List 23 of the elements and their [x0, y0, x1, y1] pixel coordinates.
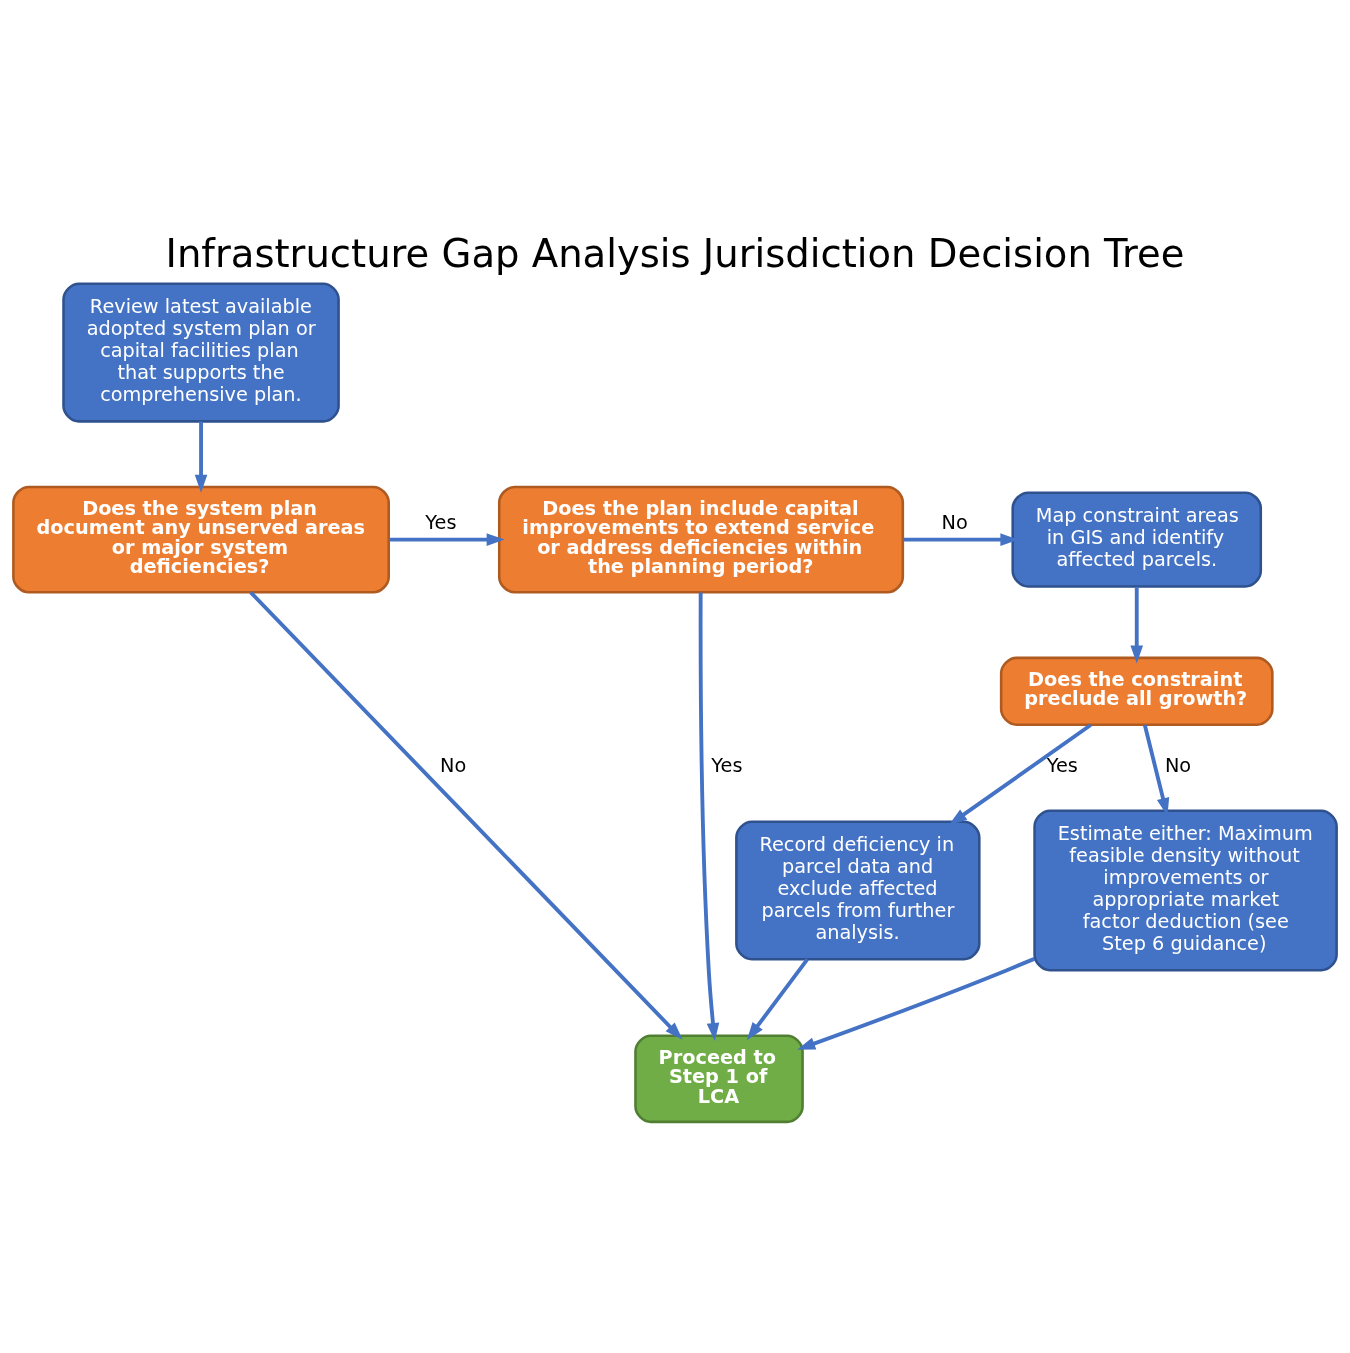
node-box: Does the plan include capital improvements to extend service or address deficiencies within the planning period? — [497, 485, 905, 594]
node-box: Review latest available adopted system plan or capital facilities plan that supports the comprehensive plan. — [62, 282, 340, 423]
arrow — [389, 533, 505, 546]
node-box: Map constraint areas in GIS and identify affected parcels. — [1011, 491, 1263, 588]
node-box: Does the constraint preclude all growth? — [999, 656, 1274, 726]
edge-label: No — [1164, 754, 1192, 778]
arrow — [194, 421, 208, 493]
node-box: Estimate either: Maximum feasible density without improvements or appropriate market factor deduction (see Step 6 guidance) — [1033, 809, 1338, 972]
edge-label: Yes — [711, 754, 743, 778]
arrow — [746, 958, 809, 1041]
arrow — [1130, 586, 1144, 664]
arrow — [948, 723, 1092, 825]
edge-label: Yes — [1046, 754, 1078, 778]
arrow — [249, 591, 683, 1040]
node-box: Record deficiency in parcel data and exclude affected parcels from further analysis. — [735, 820, 981, 961]
edge-label: No — [941, 511, 968, 535]
node-box: Proceed to Step 1 of LCA — [634, 1034, 804, 1124]
arrow — [698, 592, 720, 1042]
diagram-title: Infrastructure Gap Analysis Jurisdiction Decision Tree — [165, 231, 1185, 277]
edge-label: Yes — [425, 511, 457, 535]
node-box: Does the system plan document any unserved areas or major system deficiencies? — [12, 485, 390, 594]
arrow — [797, 957, 1036, 1050]
edge-label: No — [440, 754, 467, 778]
